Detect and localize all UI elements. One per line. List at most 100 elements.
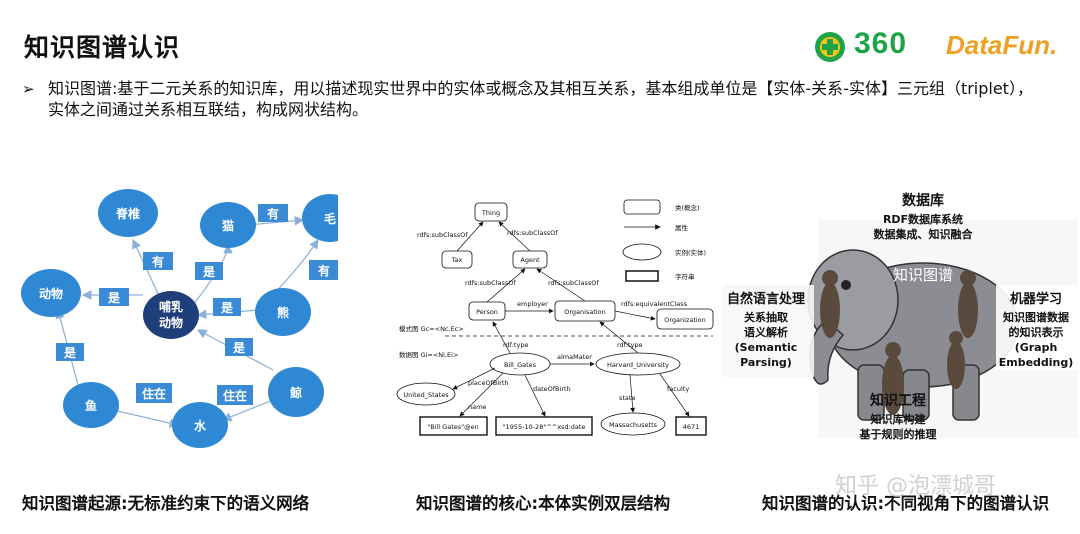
node-buru — [143, 291, 199, 339]
edge-label-you2 — [258, 204, 288, 222]
db-title: 数据库 — [902, 192, 944, 209]
node-num — [675, 416, 707, 436]
edge-sub4-label: rdfs:subClassOf — [548, 279, 599, 287]
ml-line1: 知识图谱数据 — [1002, 310, 1069, 324]
intro-text: 知识图谱:基于二元关系的知识库，用以描述现实世界中的实体或概念及其相互关系，基本… — [48, 79, 1033, 119]
legend-attr-label: 属性 — [675, 223, 689, 232]
node-dongwu-label: 动物 — [39, 286, 63, 301]
blind-men-icons — [820, 270, 978, 415]
nlp-title: 自然语言处理 — [727, 291, 805, 307]
node-bill-label: Bill_Gates — [504, 361, 537, 369]
ml-line2: 的知识表示 — [1009, 325, 1064, 339]
ml-line3: (Graph — [1015, 341, 1058, 354]
node-jizhui — [98, 189, 158, 237]
node-mao2 — [302, 194, 338, 242]
node-tax-label: Tax — [451, 256, 463, 264]
edge-label-you2-text: 有 — [267, 206, 279, 221]
semantic-network-diagram: 脊椎 猫 毛 动物 哺乳 动物 熊 鱼 水 鲸 有 是 有 有 是 是 是 是 … — [21, 189, 338, 448]
edge-label-shi4 — [225, 338, 253, 356]
edge-state-label: state — [619, 394, 635, 402]
nlp-line3: (Semantic — [735, 341, 798, 354]
logo-360-icon — [815, 32, 845, 62]
edge-label-you1-text: 有 — [152, 254, 164, 269]
edge-label-shi4-text: 是 — [232, 341, 246, 355]
node-organisation-label: Organisation — [564, 308, 606, 316]
node-harvard-label: Harvard_University — [607, 361, 669, 369]
edge-label-zhuzai1-text: 住在 — [142, 386, 166, 401]
caption-right: 知识图谱的认识:不同视角下的图谱认识 — [762, 494, 1050, 513]
ke-line2: 基于规则的推理 — [859, 427, 937, 441]
edge-sub3-label: rdfs:subClassOf — [465, 279, 516, 287]
node-date — [495, 416, 593, 436]
caption-left: 知识图谱起源:无标准约束下的语义网络 — [22, 494, 310, 513]
legend-instance-shape — [622, 243, 662, 261]
db-line1: RDF数据库系统 — [883, 212, 963, 226]
edge-label-shi2 — [99, 288, 129, 306]
edge-label-shi1 — [195, 262, 223, 280]
edge-label-shi5 — [56, 343, 84, 361]
edge-label-shi1-text: 是 — [202, 265, 216, 279]
node-organization-label: Organization — [664, 316, 706, 324]
node-jizhui-label: 脊椎 — [115, 206, 140, 221]
edge-birthdate-label: dateOfBirth — [533, 385, 571, 393]
node-buru-label-1: 哺乳 — [159, 299, 183, 314]
node-buru-label-2: 动物 — [159, 315, 183, 330]
ml-title: 机器学习 — [1010, 291, 1062, 307]
node-mao-label: 猫 — [222, 218, 234, 233]
node-thing-label: Thing — [481, 209, 500, 217]
node-jing-label: 鲸 — [290, 385, 302, 400]
db-line2: 数据集成、知识融合 — [874, 227, 974, 241]
node-yu-label: 鱼 — [85, 398, 97, 413]
logo-360-text: 360 — [854, 27, 908, 60]
node-yu — [63, 382, 119, 428]
edge-jing-shui — [221, 399, 274, 422]
node-billname — [419, 416, 488, 436]
edge-label-shi3-text: 是 — [220, 301, 234, 315]
edge-label-zhuzai2-text: 住在 — [223, 388, 247, 403]
legend-string-label: 字符串 — [675, 272, 695, 281]
legend-string-shape — [625, 270, 659, 282]
ontology-instance-diagram: 类(概念) 属性 实例(实体) 字符串 Thing Tax Agent Pers… — [396, 199, 714, 436]
node-billname-label: "Bill Gates"@en — [427, 423, 479, 431]
ml-line4: Embedding) — [999, 356, 1074, 369]
logo-datafun: DataFun. — [946, 30, 1058, 60]
node-shui-label: 水 — [194, 418, 207, 433]
nlp-line4: Parsing) — [740, 356, 792, 369]
nlp-line2: 语义解析 — [744, 325, 788, 339]
legend-instance-label: 实例(实体) — [675, 248, 706, 257]
node-agent-label: Agent — [520, 256, 540, 264]
edge-employer-label: employer — [517, 300, 548, 308]
caption-middle: 知识图谱的核心:本体实例双层结构 — [416, 494, 671, 513]
node-person-label: Person — [476, 308, 498, 316]
logo-360: 360 — [812, 27, 906, 62]
node-mass-label: Massachusetts — [609, 421, 658, 429]
edge-mao-mao2 — [247, 215, 305, 226]
edge-label-you3 — [309, 260, 338, 280]
edge-label-you3-text: 有 — [318, 263, 330, 278]
edge-birthplace-label: placeOfBirth — [468, 379, 509, 387]
edge-faculty-label: faculty — [667, 385, 689, 393]
edge-label-zhuzai1 — [136, 383, 172, 403]
edge-name-label: name — [468, 403, 486, 411]
node-mass — [600, 412, 666, 436]
edge-sub1-label: rdfs:subClassOf — [417, 231, 468, 239]
node-mao2-label: 毛 — [324, 211, 336, 226]
edge-sub2-label: rdfs:subClassOf — [507, 229, 558, 237]
node-num-label: 4671 — [683, 423, 700, 431]
node-xiong — [255, 288, 311, 336]
layer-top-label: 模式图 Gc=<Nc,Ec> — [399, 324, 464, 333]
legend-class-shape — [623, 199, 661, 215]
edge-label-shi3 — [213, 298, 241, 316]
elephant-center-label: 知识图谱 — [893, 266, 953, 284]
node-organization — [656, 308, 714, 330]
edge-equiv-label: rdfs:equivalentClass — [621, 300, 688, 308]
bullet-arrow-icon: ➢ — [22, 80, 35, 98]
edge-label-shi5-text: 是 — [63, 346, 77, 360]
elephant-perspectives-illustration: 知识图谱 数据库 RDF数据库系统 数据集成、知识融合 自然语言处理 关系抽取 … — [722, 192, 1078, 441]
edge-almamater-label: almaMater — [557, 353, 592, 361]
page-title: 知识图谱认识 — [24, 33, 181, 62]
layer-bottom-label: 数据图 Gi=<Ni,Ei> — [399, 350, 458, 359]
edge-type2-label: rdf:type — [617, 341, 642, 349]
node-jing — [268, 367, 324, 417]
edge-yu-shui — [112, 409, 180, 428]
